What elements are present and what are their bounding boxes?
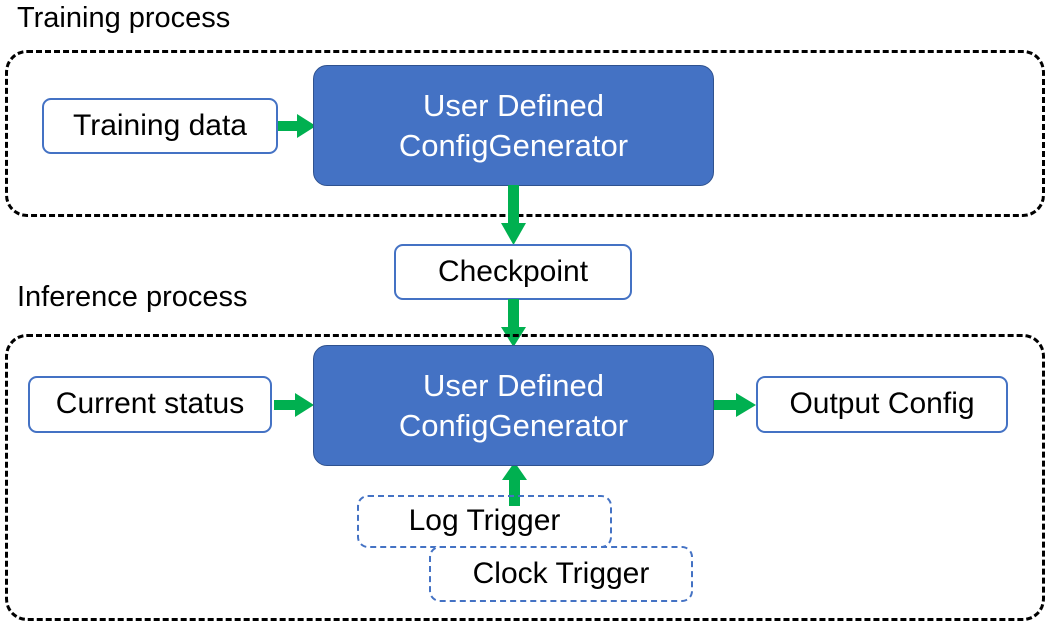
inference-process-label: Inference process	[17, 281, 248, 313]
current-status-box[interactable]: Current status	[28, 376, 272, 433]
training-data-box[interactable]: Training data	[42, 98, 278, 154]
inference-process-container	[5, 334, 1045, 621]
training-generator-line-1: User Defined	[423, 87, 604, 123]
training-config-generator-box[interactable]: User Defined ConfigGenerator	[313, 65, 714, 186]
training-generator-line-2: ConfigGenerator	[398, 127, 629, 163]
inference-config-generator-box[interactable]: User Defined ConfigGenerator	[313, 345, 714, 466]
checkpoint-box[interactable]: Checkpoint	[394, 244, 632, 300]
inference-generator-line-2: ConfigGenerator	[398, 407, 629, 443]
training-process-container	[5, 50, 1045, 217]
inference-generator-line-1: User Defined	[423, 367, 604, 403]
training-process-label: Training process	[17, 2, 231, 34]
output-config-box[interactable]: Output Config	[756, 376, 1008, 433]
log-trigger-box[interactable]: Log Trigger	[357, 495, 612, 548]
clock-trigger-box[interactable]: Clock Trigger	[429, 546, 693, 602]
